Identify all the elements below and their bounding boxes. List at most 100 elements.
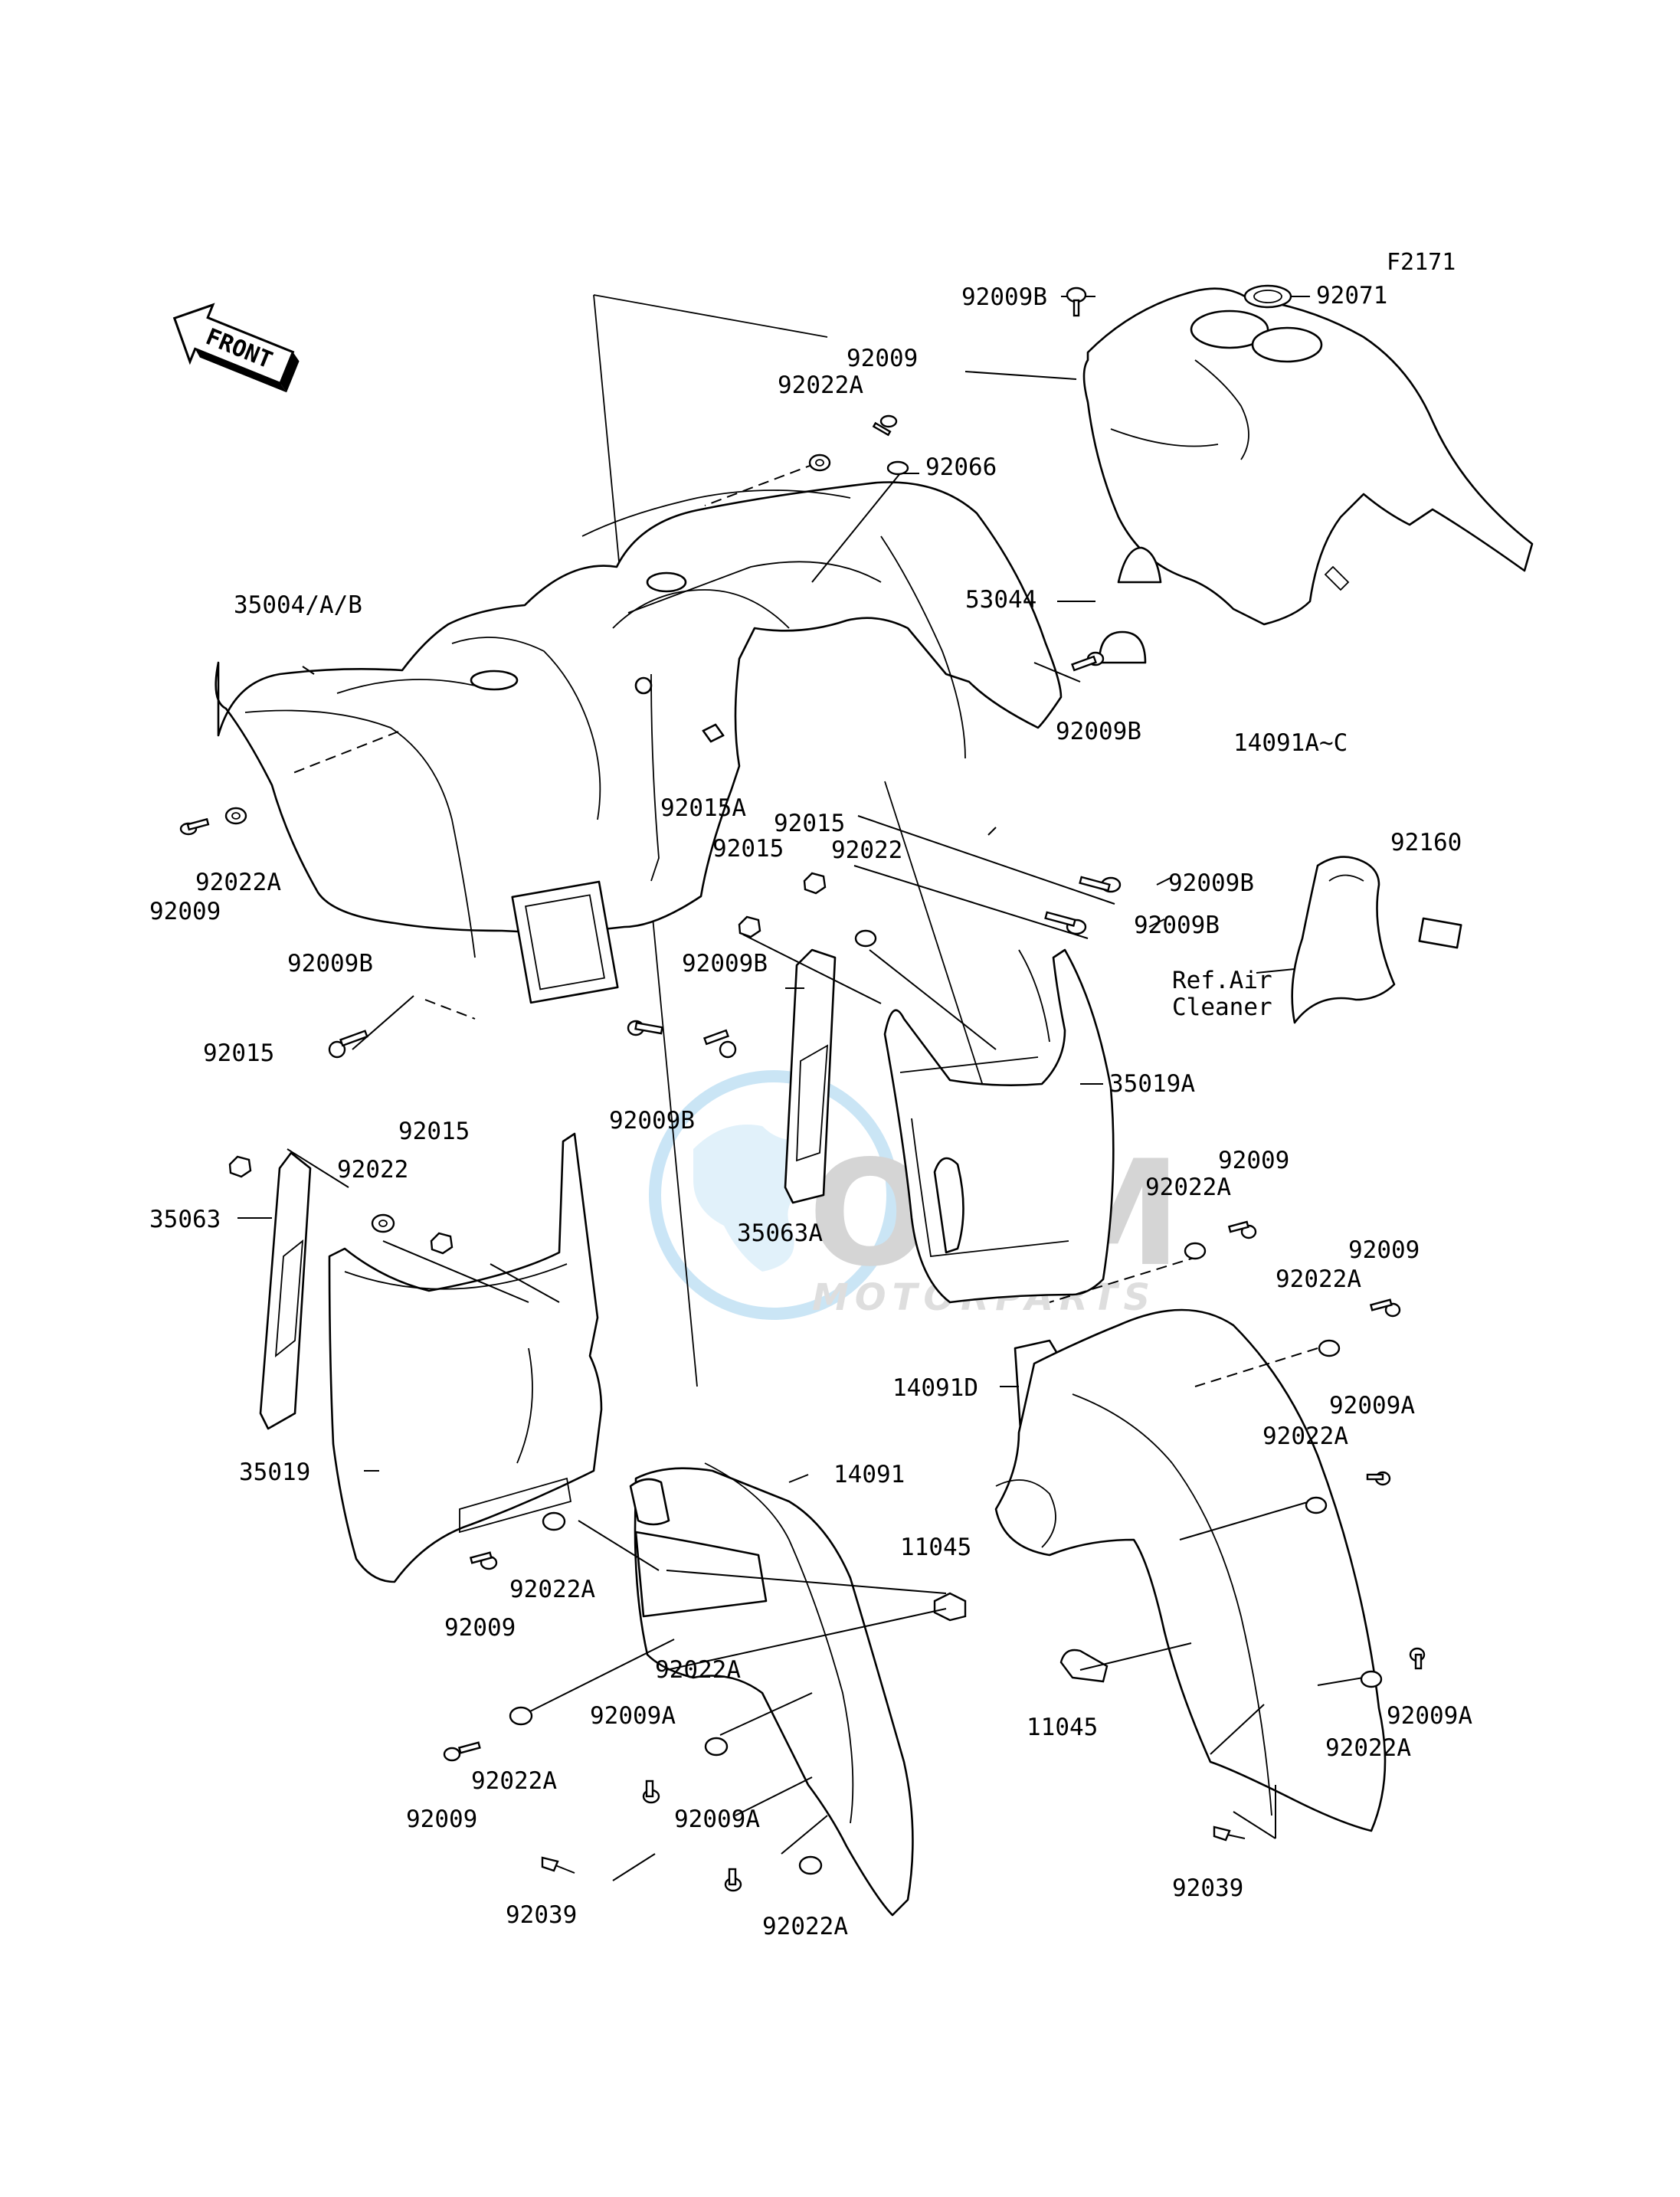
air-cleaner-ref	[1291, 856, 1462, 1024]
label-92009A-r7: 92009A	[1387, 1702, 1472, 1730]
label-92066: 92066	[925, 453, 997, 481]
bolt-92009A-r6	[1366, 1471, 1391, 1486]
label-92009A-r6: 92009A	[1329, 1392, 1415, 1419]
label-92009-b2: 92009	[406, 1806, 477, 1833]
guard-14091D	[994, 1308, 1387, 1832]
washer-92071	[1243, 284, 1292, 309]
main-fender-35004	[215, 481, 1063, 1004]
washer-92022A-r6	[1305, 1496, 1328, 1514]
clip-92039-b	[1213, 1825, 1246, 1842]
label-92009-r5: 92009	[1348, 1236, 1420, 1264]
front-arrow: FRONT	[172, 303, 300, 393]
washer-92022A-left	[224, 807, 247, 825]
label-14091D: 14091D	[892, 1374, 978, 1402]
label-92009A-b2: 92009A	[674, 1806, 760, 1833]
bolt-92009B-r1	[1070, 651, 1105, 672]
watermark-globe-ring	[649, 1070, 899, 1320]
label-92015A: 92015A	[660, 794, 746, 822]
washer-92022A-bl	[542, 1511, 566, 1531]
bolt-92009B-bottom	[627, 1020, 663, 1036]
label-35004: 35004/A/B	[234, 591, 362, 619]
label-92022A-r7: 92022A	[1325, 1734, 1411, 1762]
bolt-92009-b2	[443, 1741, 481, 1762]
bolt-11045-a	[666, 1592, 967, 1671]
label-11045-a: 11045	[900, 1534, 971, 1561]
label-14091: 14091	[833, 1461, 905, 1488]
bolt-92009-top	[872, 414, 898, 437]
bolt-92009-r5	[1369, 1298, 1401, 1318]
seal-92160	[1418, 917, 1462, 949]
washer-92022A-top	[808, 453, 831, 472]
label-35019A: 35019A	[1109, 1070, 1195, 1098]
label-92009B-r2: 92009B	[1168, 869, 1254, 897]
label-92009B-left: 92009B	[287, 950, 373, 977]
label-92015-b: 92015	[712, 835, 784, 863]
label-92015-a: 92015	[774, 810, 845, 837]
label-92009-top: 92009	[847, 345, 918, 372]
label-92022A-b4: 92022A	[762, 1913, 848, 1940]
label-92009-bl: 92009	[444, 1614, 516, 1642]
label-92022A-bl: 92022A	[509, 1576, 595, 1603]
cowl-35019A	[883, 948, 1115, 1304]
washer-92022A-r7	[1360, 1670, 1383, 1688]
bolt-92009-left	[179, 817, 210, 836]
label-92071: 92071	[1316, 282, 1387, 309]
bolt-92009B-top	[1066, 286, 1087, 317]
washer-92022A-r4	[1184, 1242, 1207, 1260]
washer-92022A-b3	[704, 1737, 729, 1757]
label-92039-a: 92039	[506, 1901, 577, 1929]
nut-92015-left	[228, 1155, 252, 1178]
label-92022A-r6: 92022A	[1262, 1423, 1348, 1450]
label-35063: 35063	[149, 1206, 221, 1233]
label-92009B-r3: 92009B	[1134, 912, 1220, 939]
label-92022A-r5: 92022A	[1276, 1265, 1361, 1293]
tank-cover-14091AC	[1082, 287, 1534, 626]
bolt-92009-r4	[1227, 1220, 1257, 1239]
washer-92022A-r5	[1318, 1339, 1341, 1357]
washer-92022-mid	[854, 929, 877, 948]
label-92022A-b3: 92022A	[655, 1656, 741, 1684]
label-92022-mid: 92022	[831, 837, 902, 864]
label-92009A-b: 92009A	[590, 1702, 676, 1730]
nut-92015A	[702, 723, 725, 743]
leader-lines	[237, 296, 1364, 1881]
label-92022-left: 92022	[337, 1156, 408, 1184]
label-92015-left2: 92015	[398, 1118, 470, 1145]
label-92039-b: 92039	[1172, 1874, 1243, 1902]
label-92009-left: 92009	[149, 898, 221, 925]
label-53044: 53044	[965, 586, 1036, 614]
label-ref-cleaner: Cleaner	[1172, 994, 1272, 1021]
clip-11045-b	[1059, 1642, 1192, 1683]
label-ref-air: Ref.Air	[1172, 967, 1272, 994]
label-92009B-top: 92009B	[961, 283, 1047, 311]
bolt-92009B-r3	[1044, 911, 1087, 935]
bolt-92009B-center	[702, 1029, 737, 1059]
label-92009-r4: 92009	[1218, 1147, 1289, 1174]
nut-92015-a	[803, 872, 827, 895]
washer-92022A-b2	[509, 1706, 533, 1726]
label-92009B-r1: 92009B	[1056, 718, 1141, 745]
plate-35063	[259, 1151, 312, 1430]
washer-92022A-b4	[798, 1855, 823, 1875]
label-92022A-r4: 92022A	[1145, 1174, 1231, 1201]
washer-92022-left	[371, 1213, 395, 1233]
label-92009B-center: 92009B	[682, 950, 768, 977]
bolt-92009-bl	[469, 1551, 498, 1570]
label-92022A-top: 92022A	[778, 372, 863, 399]
bolt-92009A-b	[642, 1780, 660, 1804]
bolt-92009B-left	[328, 1030, 368, 1059]
nut-92015-left2	[430, 1232, 454, 1255]
label-14091AC: 14091A~C	[1233, 729, 1348, 757]
label-92022A-left: 92022A	[195, 869, 281, 896]
bolt-92009A-b2	[724, 1868, 742, 1892]
diagram-id: F2171	[1387, 249, 1456, 276]
part-labels: 92009B 92071 92009 92022A 92066 35004/A/…	[149, 282, 1472, 1940]
label-35063A: 35063A	[737, 1220, 823, 1247]
guard-14091	[629, 1462, 914, 1917]
label-92015-left: 92015	[203, 1040, 274, 1067]
cowl-35019	[328, 1132, 603, 1583]
label-35019: 35019	[239, 1459, 310, 1486]
cap-92066	[886, 460, 909, 476]
hardware	[179, 286, 1426, 1892]
